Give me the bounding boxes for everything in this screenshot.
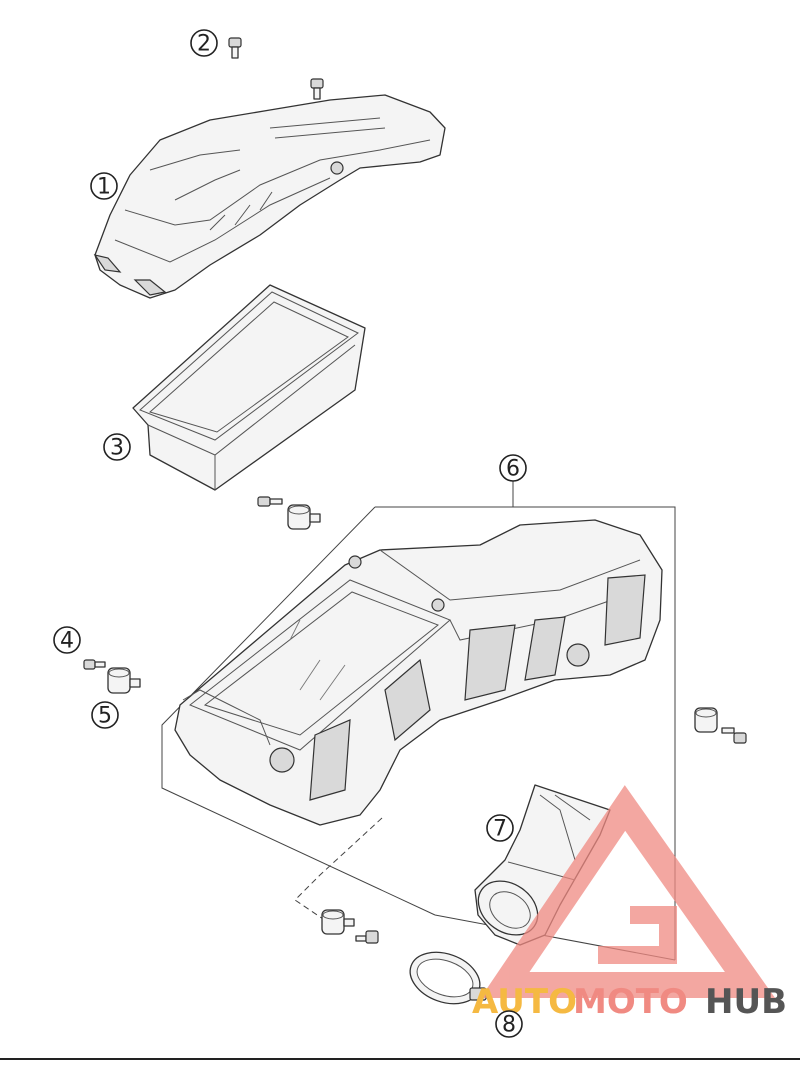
svg-text:5: 5 bbox=[98, 704, 112, 729]
screw-4 bbox=[83, 659, 106, 670]
watermark-word-auto: AUTO bbox=[472, 982, 577, 1022]
airbox-lid bbox=[93, 94, 446, 299]
bottom-border bbox=[0, 1058, 800, 1060]
svg-text:2: 2 bbox=[197, 32, 211, 57]
watermark-word-hub: HUB bbox=[705, 982, 787, 1022]
svg-text:7: 7 bbox=[493, 817, 507, 842]
air-filter bbox=[132, 284, 366, 491]
callout-1: 1 bbox=[90, 172, 118, 200]
screw-bottom bbox=[355, 930, 379, 944]
automotohub-watermark-text: AUTO MOTO HUB bbox=[472, 982, 787, 1022]
callout-2: 2 bbox=[190, 29, 218, 57]
rubber-mount-right bbox=[694, 707, 718, 733]
screw-2a bbox=[228, 37, 242, 59]
callout-4: 4 bbox=[53, 626, 81, 654]
svg-text:8: 8 bbox=[502, 1013, 516, 1038]
rubber-mount-top bbox=[287, 504, 321, 530]
svg-text:6: 6 bbox=[506, 457, 520, 482]
callout-3: 3 bbox=[103, 433, 131, 461]
airbox-body bbox=[174, 519, 663, 826]
rubber-mount-bottom bbox=[321, 909, 355, 935]
svg-text:4: 4 bbox=[60, 629, 74, 654]
rubber-mount-5 bbox=[107, 667, 141, 694]
callout-5: 5 bbox=[91, 701, 119, 729]
screw-top bbox=[257, 496, 283, 507]
alignment-dashed bbox=[294, 817, 383, 926]
callout-6: 6 bbox=[499, 454, 527, 482]
callout-7: 7 bbox=[486, 814, 514, 842]
svg-text:3: 3 bbox=[110, 436, 124, 461]
screw-right bbox=[721, 727, 747, 744]
screw-2b bbox=[310, 78, 324, 100]
callout-8: 8 bbox=[495, 1010, 523, 1038]
automotohub-watermark-logo bbox=[480, 785, 776, 998]
svg-text:1: 1 bbox=[97, 175, 111, 200]
watermark-word-moto: MOTO bbox=[573, 982, 688, 1022]
